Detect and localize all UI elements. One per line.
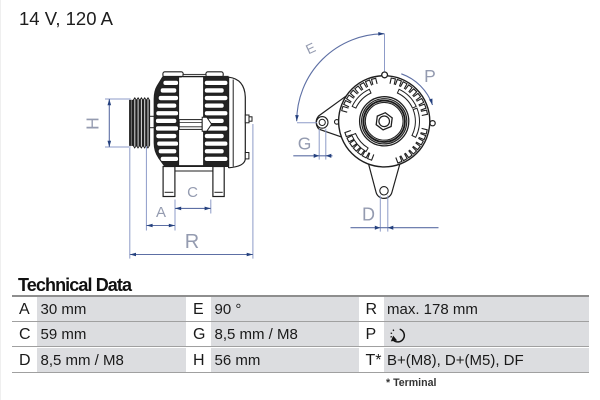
svg-text:D: D (362, 205, 375, 225)
svg-text:A: A (156, 204, 166, 221)
svg-text:R: R (185, 231, 199, 253)
svg-text:P: P (424, 66, 436, 86)
svg-text:E: E (303, 40, 318, 57)
svg-text:G: G (298, 134, 312, 154)
svg-text:C: C (187, 184, 198, 201)
svg-text:H: H (83, 117, 103, 130)
